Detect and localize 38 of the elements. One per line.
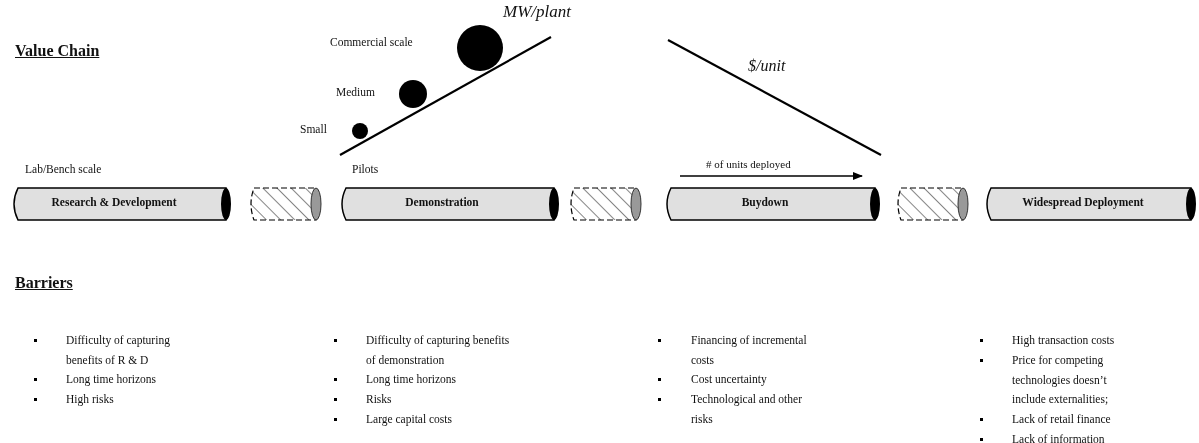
barrier-text: Long time horizons <box>366 372 458 388</box>
section-heading: Value Chain <box>15 42 100 60</box>
barrier-text: Large capital costs <box>366 412 453 428</box>
barrier-text: Cost uncertainty <box>691 372 768 388</box>
arrow-label: # of units deployed <box>706 158 791 170</box>
caption-text: Pilots <box>352 163 379 175</box>
barrier-text: Financing of incremental costs <box>691 333 808 368</box>
stage-label: Demonstration <box>404 196 480 208</box>
barrier-text: Lack of information <box>1012 432 1106 443</box>
axis-label: $/unit <box>748 57 786 75</box>
section-heading: Barriers <box>15 274 73 292</box>
caption-text: Commercial scale <box>330 36 413 48</box>
barrier-text: Difficulty of capturing benefits of R & D <box>66 333 171 368</box>
pipe-shape <box>10 188 232 220</box>
barrier-text: Difficulty of capturing benefits of demonstration <box>366 333 511 368</box>
size-circle <box>399 80 427 108</box>
hatched-pipe <box>248 188 322 220</box>
pipe-shape <box>663 188 881 220</box>
size-circle <box>457 25 503 71</box>
barrier-text: High transaction costs <box>1012 333 1116 349</box>
barrier-text: Technological and other risks <box>691 392 803 427</box>
caption-text: Lab/Bench scale <box>25 163 102 175</box>
stage-label: Widespread Deployment <box>1021 196 1145 208</box>
stage-label: Buydown <box>740 196 790 208</box>
size-circle <box>352 123 368 139</box>
hatched-pipe <box>568 188 642 220</box>
hatched-pipe <box>895 188 969 220</box>
axis-label: MW/plant <box>503 2 571 22</box>
pipe-shape <box>338 188 560 220</box>
barrier-text: Price for competing technologies doesn’t include externalities; <box>1012 353 1110 407</box>
caption-text: Medium <box>336 86 375 98</box>
barrier-text: Risks <box>366 392 393 407</box>
pipe-shape <box>983 188 1197 220</box>
barrier-text: Long time horizons <box>66 372 158 388</box>
barrier-text: High risks <box>66 392 115 408</box>
stage-label: Research & Development <box>50 196 178 208</box>
barrier-text: Lack of retail finance <box>1012 412 1112 427</box>
caption-text: Small <box>300 123 327 135</box>
